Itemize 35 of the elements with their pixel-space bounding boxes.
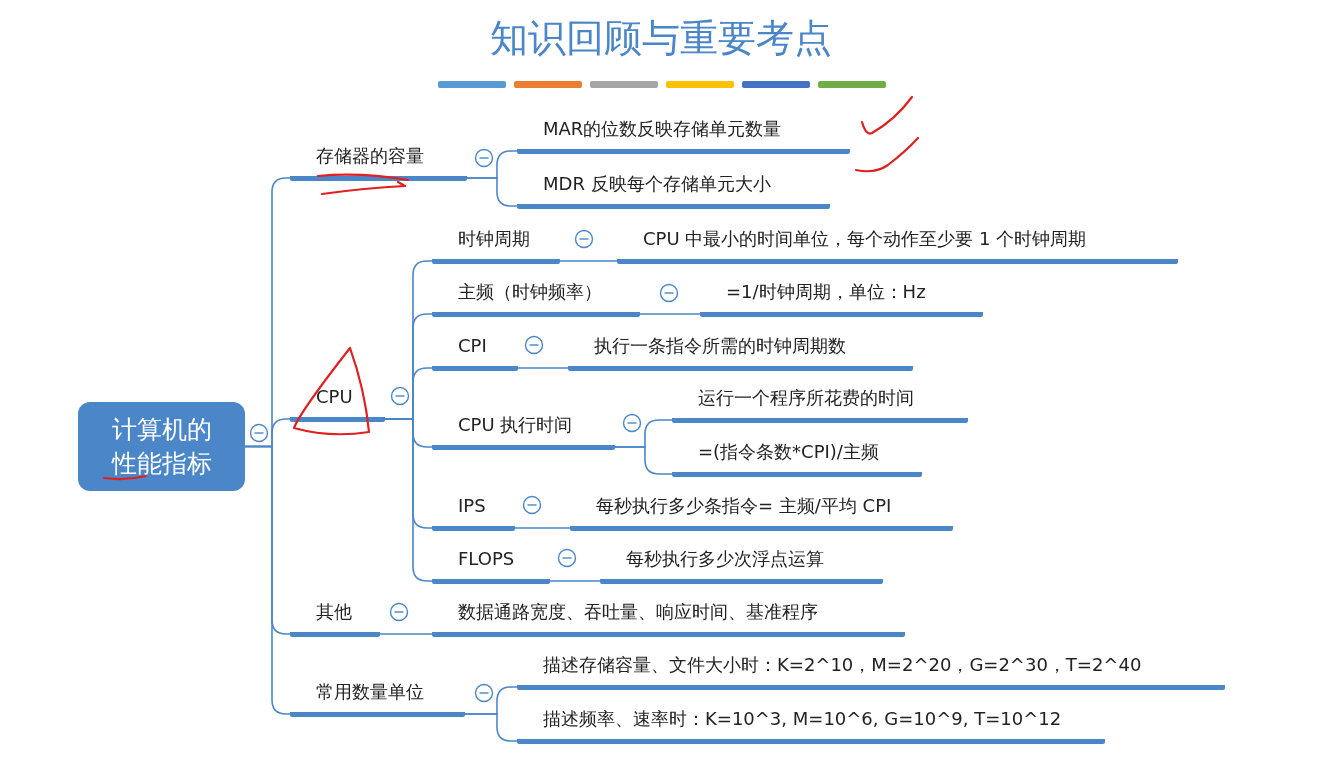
branch-topic: 每秒执行多少条指令= 主频/平均 CPI: [570, 488, 953, 531]
branch-topic: IPS: [432, 488, 515, 531]
branch-topic: =(指令条数*CPI)/主频: [672, 434, 922, 477]
connector-line: [614, 446, 673, 475]
branch-topic: CPU 中最小的时间单位，每个动作至少要 1 个时钟周期: [617, 221, 1178, 264]
branch-topic: =1/时钟周期，单位：Hz: [700, 274, 983, 317]
branch-topic: MAR的位数反映存储单元数量: [517, 111, 850, 154]
branch-topic: CPI: [432, 328, 518, 371]
branch-topic: CPU 执行时间: [432, 407, 615, 450]
connector-line: [379, 633, 433, 635]
connector-line: [466, 177, 518, 207]
branch-topic: 常用数量单位: [290, 674, 465, 717]
branch-topic: 描述频率、速率时：K=10^3, M=10^6, G=10^9, T=10^12: [517, 701, 1105, 744]
root-topic-box: 计算机的性能指标: [78, 402, 245, 491]
branch-topic: FLOPS: [432, 541, 550, 584]
connector-line: [517, 367, 569, 369]
branch-topic: 存储器的容量: [290, 138, 467, 181]
connector-line: [514, 527, 571, 529]
branch-topic: CPU: [290, 379, 385, 422]
connector-line: [559, 260, 618, 262]
branch-topic: 数据通路宽度、吞吐量、响应时间、基准程序: [432, 594, 905, 637]
branch-topic: MDR 反映每个存储单元大小: [517, 166, 830, 209]
branch-topic: 描述存储容量、文件大小时：K=2^10，M=2^20，G=2^30，T=2^40: [517, 647, 1225, 690]
title: 知识回顾与重要考点: [490, 15, 832, 62]
branch-topic: 其他: [290, 594, 380, 637]
branch-topic: 每秒执行多少次浮点运算: [600, 541, 883, 584]
connector-line: [549, 580, 601, 582]
connector-line: [639, 313, 701, 315]
connector-line: [464, 713, 518, 742]
connector-line: [244, 445, 291, 715]
connector-line: [384, 418, 433, 582]
branch-topic: 时钟周期: [432, 221, 560, 264]
branch-topic: 运行一个程序所花费的时间: [672, 380, 968, 423]
branch-topic: 主频（时钟频率）: [432, 274, 640, 317]
branch-topic: 执行一条指令所需的时钟周期数: [568, 328, 913, 371]
